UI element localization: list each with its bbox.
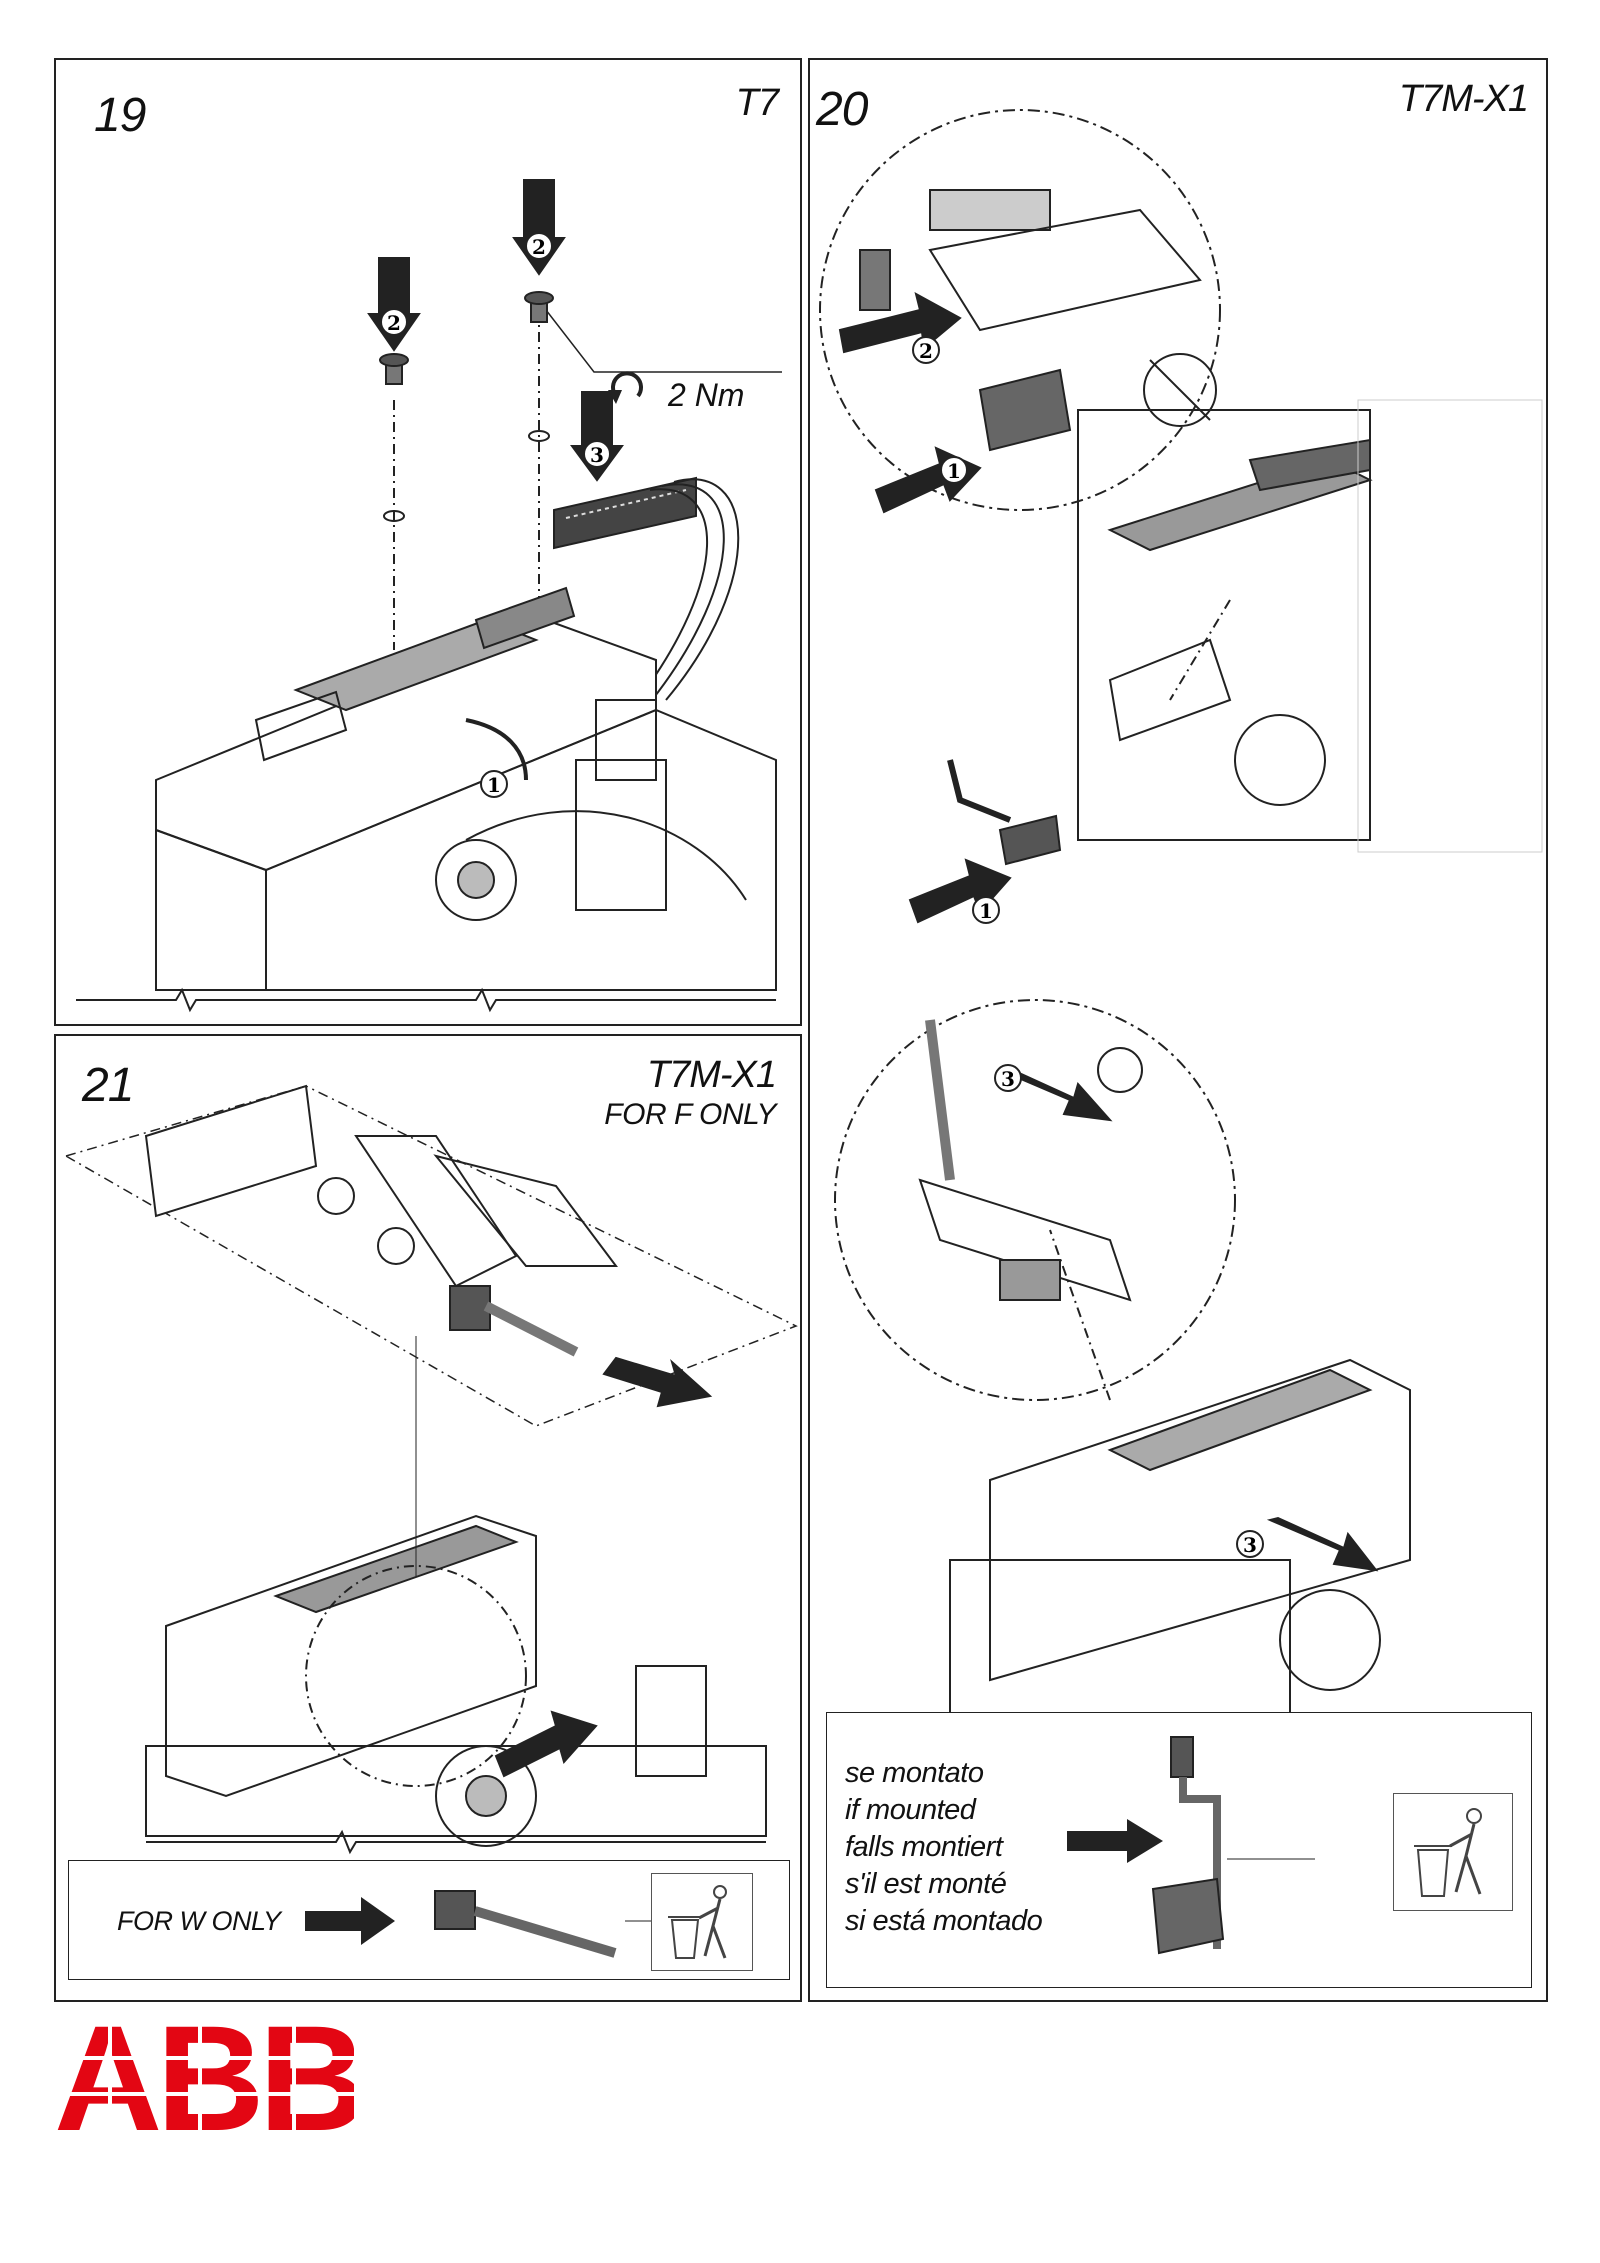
step-20-panel: 20 T7M-X1 <box>808 58 1548 2002</box>
trash-bin-icon <box>1393 1793 1513 1911</box>
model-label: T7 <box>735 82 779 124</box>
model-label: T7M-X1 <box>646 1054 777 1096</box>
torque-value: 2 Nm <box>667 377 744 413</box>
for-w-only-inset: FOR W ONLY <box>68 1860 790 1980</box>
callout-3a: 3 <box>1001 1067 1015 1091</box>
callout-1: 1 <box>487 773 501 797</box>
rotation-arrow-icon <box>608 371 643 404</box>
mounted-line-de: falls montiert <box>845 1831 1003 1863</box>
mounted-note-text: se montato if mounted falls montiert s'i… <box>845 1755 1043 1940</box>
mounted-line-es: si está montado <box>845 1905 1043 1937</box>
model-label: T7M-X1 <box>1398 78 1529 120</box>
trash-bin-icon <box>651 1873 753 1971</box>
step-number: 20 <box>816 83 868 136</box>
step-number: 21 <box>82 1059 134 1112</box>
step-19-panel: 19 T7 <box>54 58 802 1026</box>
w-part-illustration <box>305 1890 701 1958</box>
callout-2a: 2 <box>387 311 401 335</box>
mounted-part-illustration <box>1067 1736 1315 1955</box>
callout-3: 3 <box>590 443 604 467</box>
variant-subtitle: FOR F ONLY <box>604 1098 776 1131</box>
mounted-line-fr: s'il est monté <box>845 1868 1007 1900</box>
step-19-illustration: 2 2 3 1 2 Nm <box>76 179 782 1013</box>
step-20-illustration: 2 1 1 3 3 <box>819 109 1543 1749</box>
step-number: 19 <box>94 89 146 142</box>
step-21-illustration <box>64 1084 798 1855</box>
callout-1b: 1 <box>979 899 993 923</box>
mounted-line-it: se montato <box>845 1757 984 1789</box>
for-w-only-label: FOR W ONLY <box>117 1906 281 1936</box>
if-mounted-inset: se montato if mounted falls montiert s'i… <box>826 1712 1532 1988</box>
mounted-line-en: if mounted <box>845 1794 976 1826</box>
callout-1a: 1 <box>947 459 961 483</box>
callout-2b: 2 <box>532 235 546 259</box>
callout-2: 2 <box>919 339 933 363</box>
callout-3b: 3 <box>1243 1533 1257 1557</box>
step-21-panel: 21 T7M-X1 FOR F ONLY <box>54 1034 802 2002</box>
svg-text:ABB: ABB <box>54 2018 354 2138</box>
abb-logo: ABB <box>54 2018 354 2138</box>
